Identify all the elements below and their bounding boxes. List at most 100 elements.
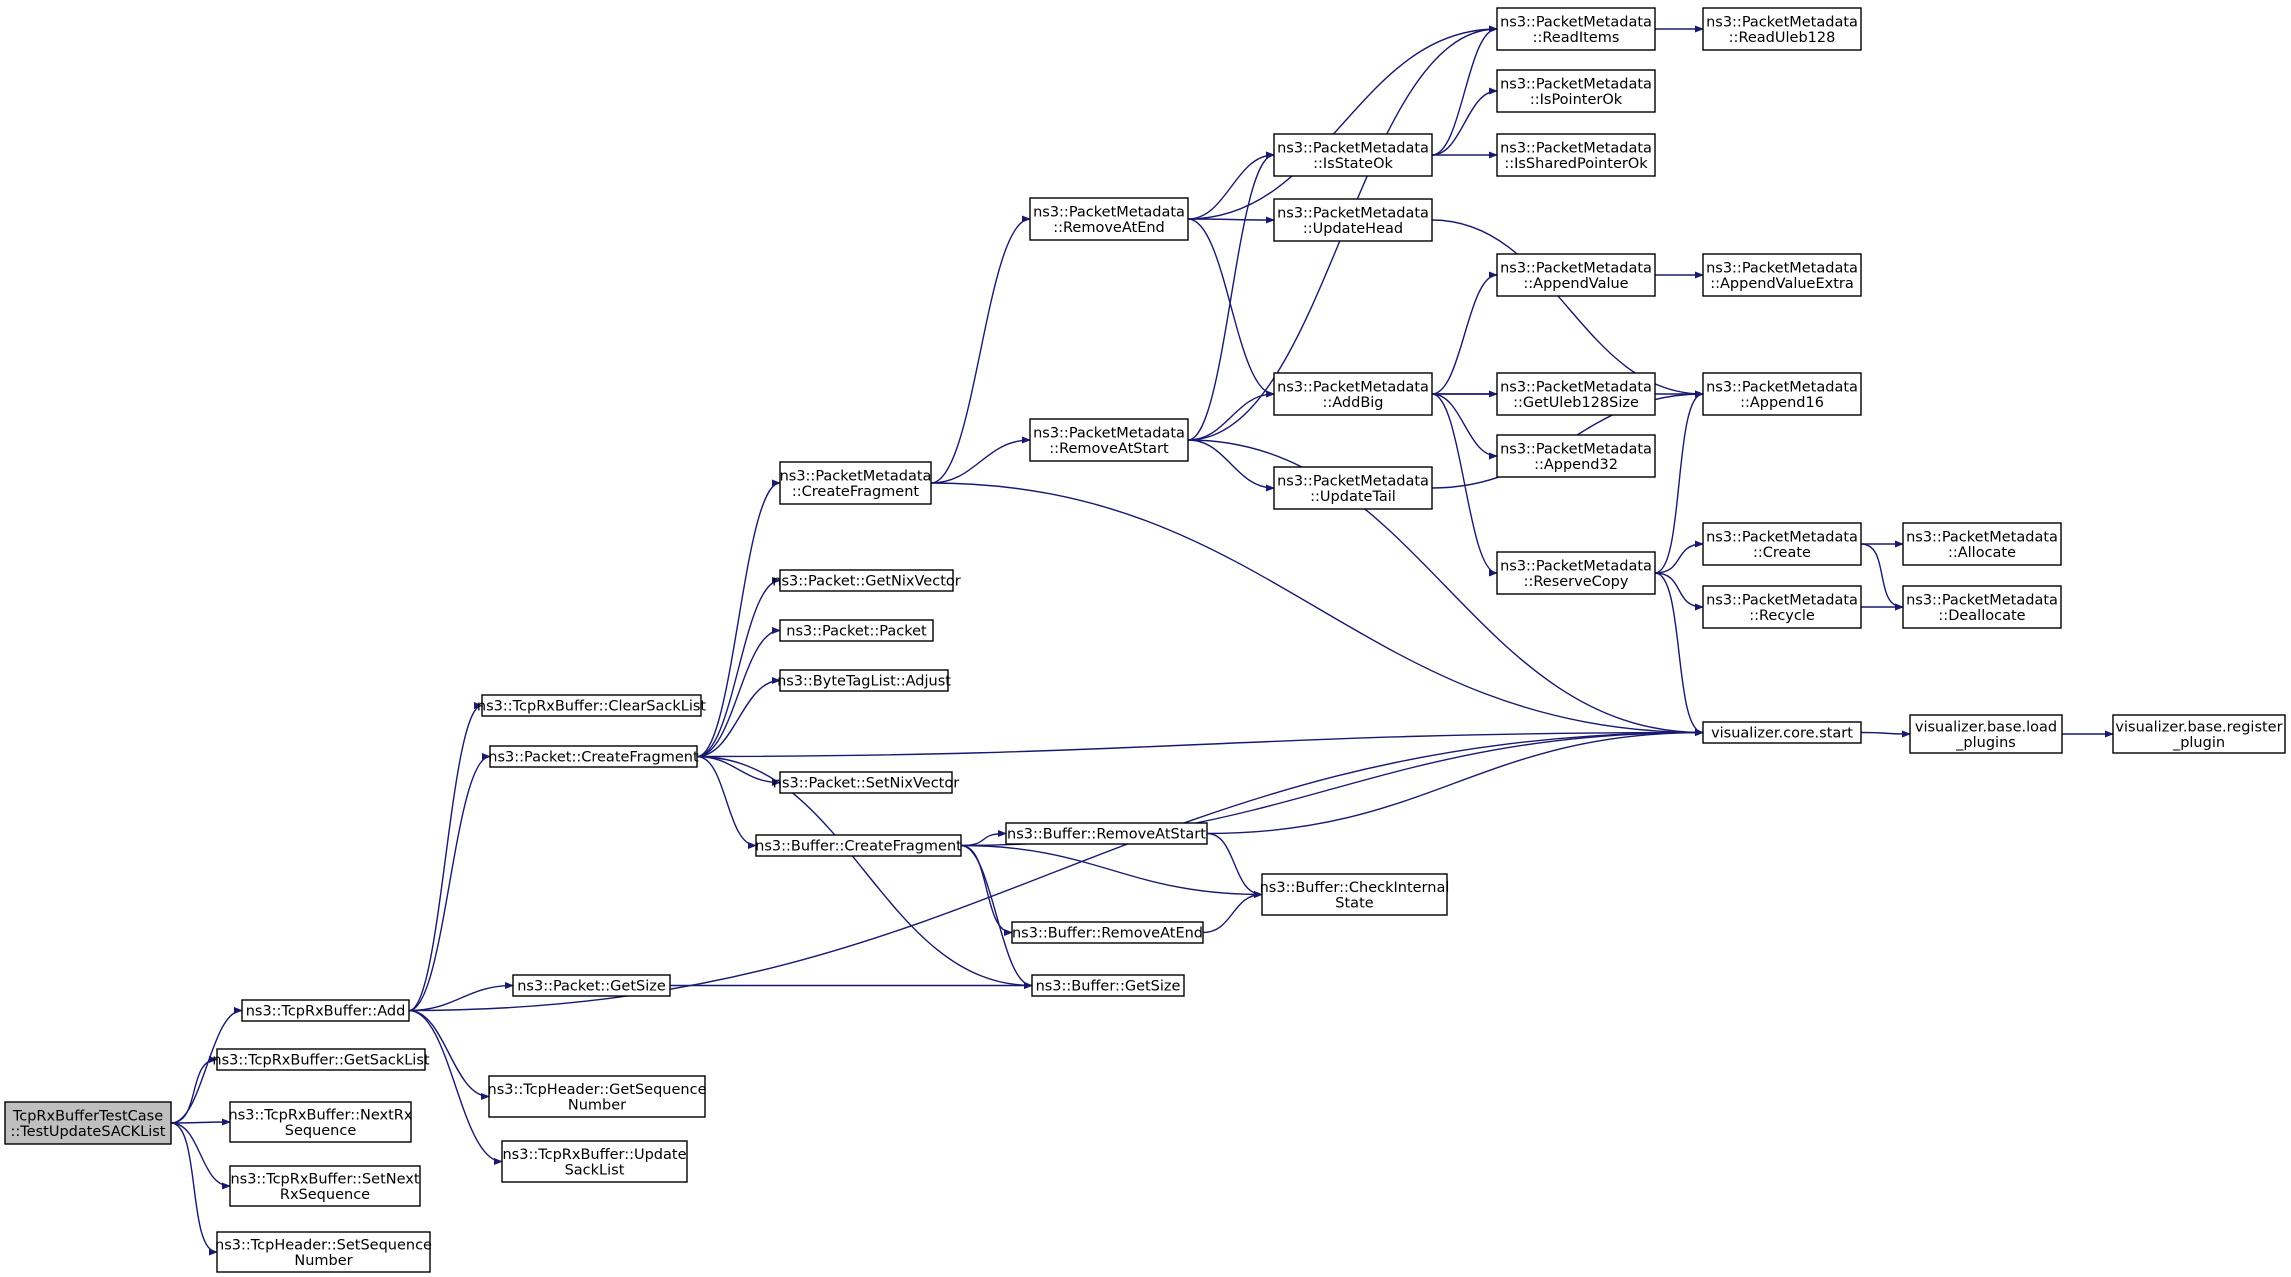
edge-pktcf-to-pmcf [696, 479, 781, 758]
edge-rescopy-to-vstart [1654, 572, 1704, 737]
node-isptr[interactable]: ns3::PacketMetadata::IsPointerOk [1496, 69, 1656, 113]
node-box [1031, 974, 1185, 997]
node-clearsack[interactable]: ns3::TcpRxBuffer::ClearSackList [477, 694, 707, 717]
node-box [779, 461, 932, 505]
node-add[interactable]: ns3::TcpRxBuffer::Add [241, 999, 410, 1022]
node-nixget[interactable]: ns3::Packet::GetNixVector [772, 569, 961, 592]
node-dealloc[interactable]: ns3::PacketMetadata::Deallocate [1902, 585, 2062, 629]
node-isshared[interactable]: ns3::PacketMetadata::IsSharedPointerOk [1496, 133, 1656, 177]
node-rescopy[interactable]: ns3::PacketMetadata::ReserveCopy [1496, 551, 1656, 595]
node-label: ns3::PacketMetadata [1706, 529, 1858, 545]
edge-root-to-setnext [170, 1122, 231, 1190]
node-bras[interactable]: ns3::Buffer::RemoveAtStart [1005, 822, 1208, 845]
node-rae[interactable]: ns3::PacketMetadata::RemoveAtEnd [1029, 197, 1189, 241]
node-box [1702, 372, 1862, 416]
edge-create-to-dealloc [1860, 543, 1904, 611]
node-label: ::Recycle [1749, 608, 1815, 624]
edge-bras-to-chk [1206, 832, 1263, 899]
node-label: ns3::PacketMetadata [1706, 260, 1858, 276]
node-box [1702, 7, 1862, 51]
node-getuleb[interactable]: ns3::PacketMetadata::GetUleb128Size [1496, 372, 1656, 416]
node-box [512, 974, 671, 997]
node-create[interactable]: ns3::PacketMetadata::Create [1702, 522, 1862, 566]
edge-pktcf-to-bufcf [696, 755, 757, 850]
node-box [1496, 253, 1656, 297]
node-getsack[interactable]: ns3::TcpRxBuffer::GetSackList [212, 1048, 430, 1071]
node-box [779, 619, 934, 642]
edge-add-to-vstart [408, 728, 1704, 1012]
node-box [779, 771, 953, 794]
node-label: ::UpdateHead [1303, 221, 1403, 237]
edge-vstart-to-loadplug [1860, 730, 1911, 738]
node-label: ::IsStateOk [1313, 156, 1393, 172]
node-box [1702, 522, 1862, 566]
node-addbig[interactable]: ns3::PacketMetadata::AddBig [1273, 372, 1433, 416]
edge-ras-to-addbig [1187, 390, 1275, 441]
node-label: ::UpdateTail [1310, 489, 1396, 505]
node-label: Number [294, 1253, 352, 1269]
edge-pktcf-to-nixset [696, 755, 781, 787]
node-packet[interactable]: ns3::Packet::Packet [779, 619, 934, 642]
edge-bufcf-to-brae [960, 844, 1013, 937]
edge-pktcf-to-packet [696, 626, 781, 758]
node-label: ns3::PacketMetadata [1033, 204, 1185, 220]
node-label: ns3::PacketMetadata [1500, 379, 1652, 395]
node-label: ::IsPointerOk [1530, 92, 1623, 108]
node-pktsize[interactable]: ns3::Packet::GetSize [512, 974, 671, 997]
node-uphead[interactable]: ns3::PacketMetadata::UpdateHead [1273, 198, 1433, 242]
node-app16[interactable]: ns3::PacketMetadata::Append16 [1702, 372, 1862, 416]
node-appvalx[interactable]: ns3::PacketMetadata::AppendValueExtra [1702, 253, 1862, 297]
node-regplug[interactable]: visualizer.base.register_plugin [2112, 714, 2286, 754]
node-box [1496, 434, 1656, 478]
node-label: ::Allocate [1948, 545, 2016, 561]
edge-uphead-to-app16 [1431, 219, 1704, 398]
node-pktcf[interactable]: ns3::Packet::CreateFragment [488, 745, 699, 768]
edge-rescopy-to-app16 [1654, 390, 1704, 574]
node-readitems[interactable]: ns3::PacketMetadata::ReadItems [1496, 7, 1656, 51]
node-box [1029, 197, 1189, 241]
node-pmcf[interactable]: ns3::PacketMetadata::CreateFragment [779, 461, 932, 505]
node-ras[interactable]: ns3::PacketMetadata::RemoveAtStart [1029, 418, 1189, 462]
node-label: ns3::Buffer::RemoveAtEnd [1012, 926, 1203, 942]
edge-add-to-clearsack [408, 701, 483, 1012]
node-box [755, 834, 962, 857]
node-label: ns3::Buffer::GetSize [1036, 979, 1181, 995]
edge-rae-to-addbig [1187, 218, 1275, 398]
node-box [1702, 253, 1862, 297]
node-label: ns3::PacketMetadata [1906, 529, 2058, 545]
node-box [1029, 418, 1189, 462]
node-label: State [1335, 895, 1373, 911]
node-label: SackList [565, 1162, 625, 1178]
node-label: ns3::Buffer::CheckInternal [1260, 880, 1450, 896]
node-box [1909, 714, 2063, 754]
node-isstate[interactable]: ns3::PacketMetadata::IsStateOk [1273, 133, 1433, 177]
node-label: ns3::PacketMetadata [1500, 76, 1652, 92]
node-box [1496, 69, 1656, 113]
node-loadplug[interactable]: visualizer.base.load_plugins [1909, 714, 2063, 754]
node-brae[interactable]: ns3::Buffer::RemoveAtEnd [1011, 921, 1204, 944]
node-label: visualizer.base.register [2115, 719, 2282, 735]
node-label: ::ReserveCopy [1524, 574, 1629, 590]
node-recycle[interactable]: ns3::PacketMetadata::Recycle [1702, 585, 1862, 629]
node-label: ::AddBig [1322, 395, 1383, 411]
node-app32[interactable]: ns3::PacketMetadata::Append32 [1496, 434, 1656, 478]
node-bufcf[interactable]: ns3::Buffer::CreateFragment [755, 834, 962, 857]
node-allocate[interactable]: ns3::PacketMetadata::Allocate [1902, 522, 2062, 566]
node-btl[interactable]: ns3::ByteTagList::Adjust [777, 669, 951, 692]
node-root[interactable]: TcpRxBufferTestCase::TestUpdateSACKList [4, 1101, 172, 1145]
node-bufsize[interactable]: ns3::Buffer::GetSize [1031, 974, 1185, 997]
node-box [1496, 551, 1656, 595]
node-uptail[interactable]: ns3::PacketMetadata::UpdateTail [1273, 466, 1433, 510]
node-box [1496, 133, 1656, 177]
edge-addbig-to-app32 [1431, 393, 1498, 460]
node-vstart[interactable]: visualizer.core.start [1702, 721, 1862, 744]
node-appval[interactable]: ns3::PacketMetadata::AppendValue [1496, 253, 1656, 297]
node-nixset[interactable]: ns3::Packet::SetNixVector [773, 771, 959, 794]
node-readuleb[interactable]: ns3::PacketMetadata::ReadUleb128 [1702, 7, 1862, 51]
